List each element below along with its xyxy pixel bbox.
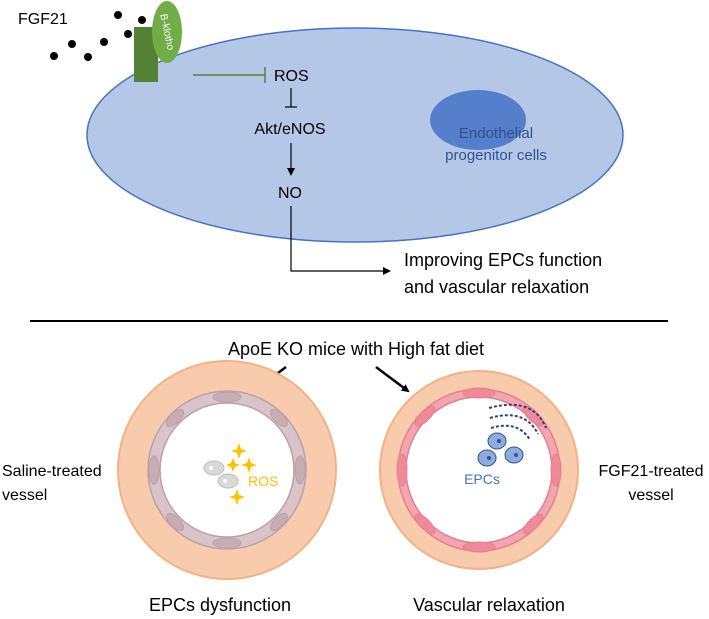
ros-star-icons (226, 443, 257, 505)
cell-nucleus (430, 90, 526, 150)
epcs-label: EPCs (464, 471, 500, 487)
fgf21-treated-vessel (379, 370, 579, 570)
saline-treated-vessel (117, 360, 337, 580)
right-vessel-label-line1: FGF21-treated (599, 463, 704, 480)
arrow-no-to-outcome (290, 206, 391, 275)
endothelial-cell (86, 27, 624, 243)
arrow-to-right-vessel (375, 366, 410, 393)
dysfunctional-epcs (203, 460, 239, 489)
left-vessel-label-line2: vessel (2, 487, 47, 504)
outcome-line1: Improving EPCs function (404, 250, 602, 270)
ros-label-vessel: ROS (248, 473, 278, 489)
fgf21-label: FGF21 (18, 11, 68, 28)
fgf21-ligand-dots (50, 11, 146, 61)
right-caption: Vascular relaxation (413, 595, 565, 615)
nucleus-label-line1: Endothelial (459, 125, 533, 142)
relaxation-arcs (488, 403, 547, 441)
nucleus-label-line2: progenitor cells (445, 147, 547, 164)
ros-label: ROS (274, 68, 309, 85)
outcome-line2: and vascular relaxation (404, 277, 589, 297)
b-klotho-coreceptor (152, 1, 182, 63)
left-caption: EPCs dysfunction (149, 595, 291, 615)
no-label: NO (278, 185, 302, 202)
akt-enos-label: Akt/eNOS (254, 121, 325, 138)
healthy-epcs (477, 432, 524, 467)
right-vessel-label-line2: vessel (628, 487, 673, 504)
condition-label: ApoE KO mice with High fat diet (228, 339, 484, 359)
left-vessel-label-line1: Saline-treated (2, 463, 102, 480)
